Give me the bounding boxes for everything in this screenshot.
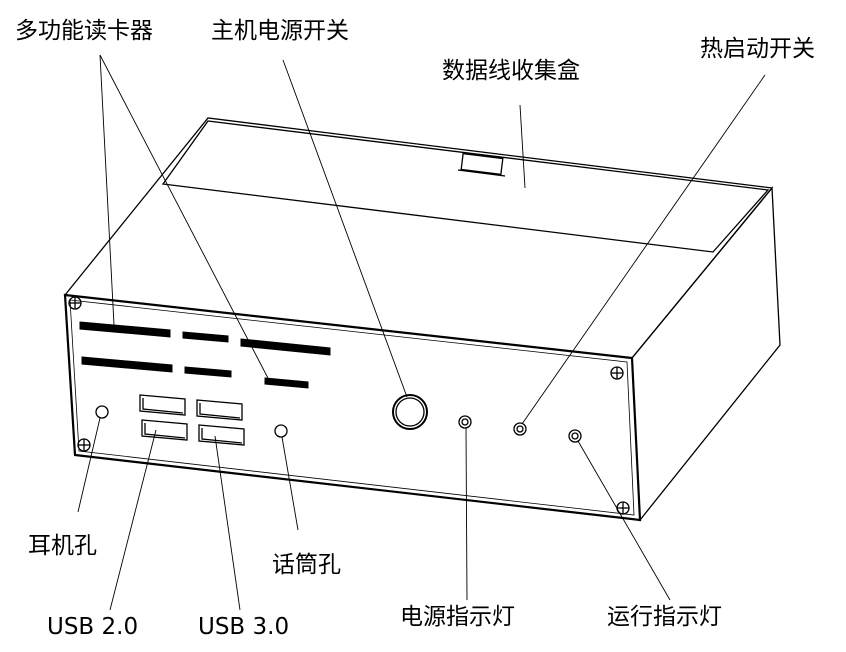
label-power-led: 电源指示灯 [400, 604, 515, 630]
card-reader-slots [79, 321, 331, 389]
label-usb2: USB 2.0 [47, 614, 139, 640]
power-led [458, 415, 472, 429]
right-face [631, 186, 781, 522]
leader-lines [77, 54, 766, 611]
cable-box-handle [460, 152, 504, 176]
label-card-reader: 多功能读卡器 [15, 18, 153, 44]
label-hot-start: 热启动开关 [700, 36, 815, 62]
label-cable-box: 数据线收集盒 [442, 58, 580, 84]
usb-ports [139, 394, 245, 446]
run-led [568, 429, 582, 443]
headphone-jack [95, 405, 109, 419]
power-button[interactable] [392, 394, 428, 430]
label-run-led: 运行指示灯 [607, 604, 722, 630]
label-microphone: 话筒孔 [272, 552, 341, 578]
mic-jack [274, 424, 288, 438]
front-face [63, 293, 642, 522]
hot-start-button[interactable] [513, 422, 527, 436]
label-headphone: 耳机孔 [28, 533, 97, 559]
label-usb3: USB 3.0 [198, 614, 290, 640]
label-power-switch: 主机电源开关 [211, 18, 349, 44]
cable-box-lid [161, 120, 770, 253]
top-face [63, 117, 774, 359]
